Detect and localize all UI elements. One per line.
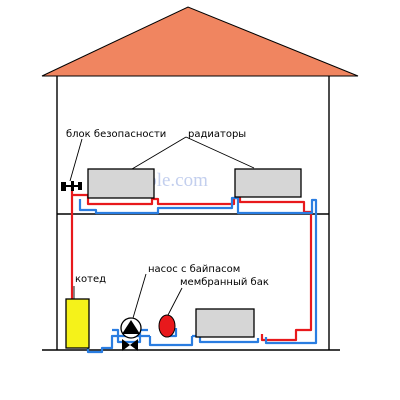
hot-supply-upper-pipe <box>72 193 313 342</box>
bypass-valve-icon <box>122 339 138 351</box>
expansion-tank <box>158 314 176 338</box>
label-pump: насос с байпасом <box>148 264 240 275</box>
house-walls <box>56 76 330 350</box>
cold-return-lower-pipe <box>148 336 194 347</box>
roof <box>41 6 359 77</box>
radiator-upper-right <box>234 168 302 198</box>
label-safety-block: блок безопасности <box>66 129 166 140</box>
leader-pump <box>132 273 147 319</box>
leader-safety-block <box>69 138 83 182</box>
label-tank: мембранный бак <box>180 277 269 288</box>
radiator-upper-left <box>87 168 155 199</box>
leader-tank <box>167 287 183 316</box>
cold-return-upper-pipe <box>78 196 318 345</box>
leader-radiators <box>131 136 255 170</box>
circulation-pump <box>120 317 142 339</box>
safety-block-icon <box>61 181 82 191</box>
radiator-lower <box>195 308 255 338</box>
label-boiler: котед <box>75 274 106 285</box>
boiler <box>65 298 90 349</box>
label-radiators: радиаторы <box>188 129 246 140</box>
pump-bypass-pipe <box>86 334 150 354</box>
